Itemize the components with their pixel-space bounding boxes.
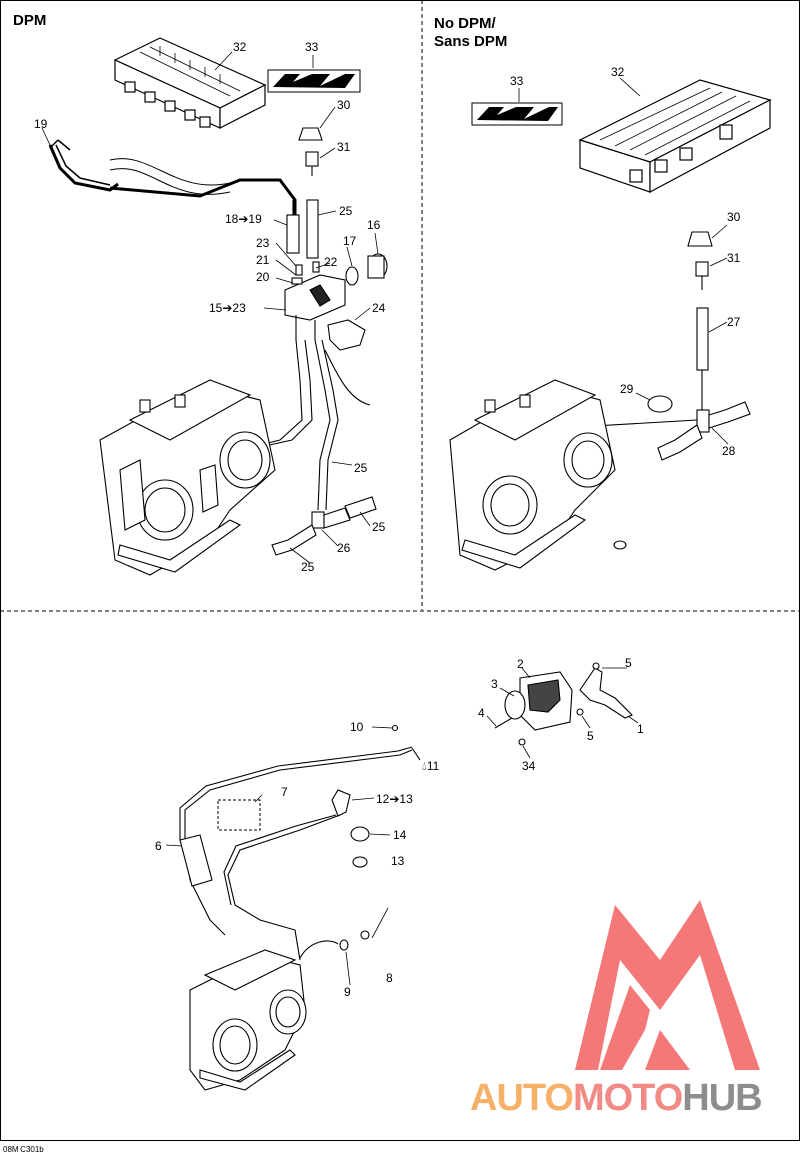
callout-8: 8 [386,971,393,985]
leaders-bottom [165,667,639,986]
watermark-part-auto: AUTO [470,1077,574,1119]
callout-32: 32 [233,40,247,54]
tee-26-dpm [271,496,377,556]
callout-29-nodpm: 29 [620,382,634,396]
callout-31-nodpm: 31 [727,251,741,265]
small-parts-8-9 [299,930,370,959]
callout-16: 16 [367,218,381,232]
callout-20: 20 [256,270,270,284]
callout-13: 13 [391,854,405,868]
callout-28-nodpm: 28 [722,444,736,458]
throttle-cable [179,724,421,936]
callout-33: 33 [305,40,319,54]
callout-1: 1 [637,722,644,736]
callout-25-bottom: 25 [301,560,315,574]
callout-3: 3 [491,677,498,691]
watermark-text: AUTOMOTOHUB [470,1077,763,1119]
clip-24 [327,319,366,351]
fitting-30-31-dpm [298,127,323,259]
section-title-no-dpm-line2: Sans DPM [434,33,508,50]
harness-19 [48,139,297,220]
callout-24: 24 [372,301,386,315]
callout-5-bottom: 5 [587,729,594,743]
sensor-18 [286,200,300,254]
callout-32-nodpm: 32 [611,65,625,79]
callout-7: 7 [281,785,288,799]
callout-26: 26 [337,541,351,555]
callout-4: 4 [478,706,485,720]
valve-assembly [284,261,346,340]
watermark-logo [575,900,760,1070]
decal-dpm [267,69,361,93]
callout-25-mid: 25 [354,461,368,475]
label-box-7 [217,799,261,831]
leaders-dpm [41,51,379,564]
oil-drop-icon: 💧︎ [422,759,427,773]
callout-27-nodpm: 27 [727,315,741,329]
callout-2: 2 [517,657,524,671]
connector-16-17 [345,253,388,286]
figure-code: 08M C301b [3,1145,44,1154]
callout-22: 22 [324,255,338,269]
module-box-nodpm [578,79,772,193]
tee-28-nodpm [559,401,751,461]
callout-30: 30 [337,98,351,112]
decal-nodpm [471,102,563,126]
callout-30-nodpm: 30 [727,210,741,224]
callout-23: 23 [256,236,270,250]
carburetor-nodpm [449,379,627,571]
module-box-dpm [113,37,267,129]
callout-14: 14 [393,828,407,842]
watermark-part-moto: MOTO [572,1077,683,1119]
section-title-no-dpm-line1: No DPM/ [434,15,496,32]
section-title-dpm: DPM [13,12,47,29]
cable-housing-6 [179,834,213,887]
callout-19: 19 [34,117,48,131]
throttle-housing [494,671,573,746]
callout-6: 6 [155,839,162,853]
callout-33-nodpm: 33 [510,74,524,88]
carburetor-bottom [189,949,307,1091]
carburetor-dpm [99,379,276,576]
callout-5-top: 5 [625,656,632,670]
leaders-nodpm [518,77,729,445]
hoses-25 [259,339,371,511]
callout-25-right: 25 [372,520,386,534]
callout-17: 17 [343,234,357,248]
watermark-part-hub: HUB [682,1077,762,1119]
callout-15-23: 15➔23 [209,301,246,315]
callout-31: 31 [337,140,351,154]
callout-34: 34 [522,759,536,773]
throttle-lever [576,662,633,719]
callout-11: 💧︎11 [422,759,439,773]
callout-11-label: 11 [426,759,440,773]
oil-pump-cable [223,789,370,961]
fitting-30-31-nodpm [647,231,713,413]
callout-9: 9 [344,985,351,999]
callout-21: 21 [256,253,270,267]
callout-10: 10 [350,720,364,734]
callout-12-13: 12➔13 [376,792,413,806]
callout-18-19: 18➔19 [225,212,262,226]
callout-25-top: 25 [339,204,353,218]
